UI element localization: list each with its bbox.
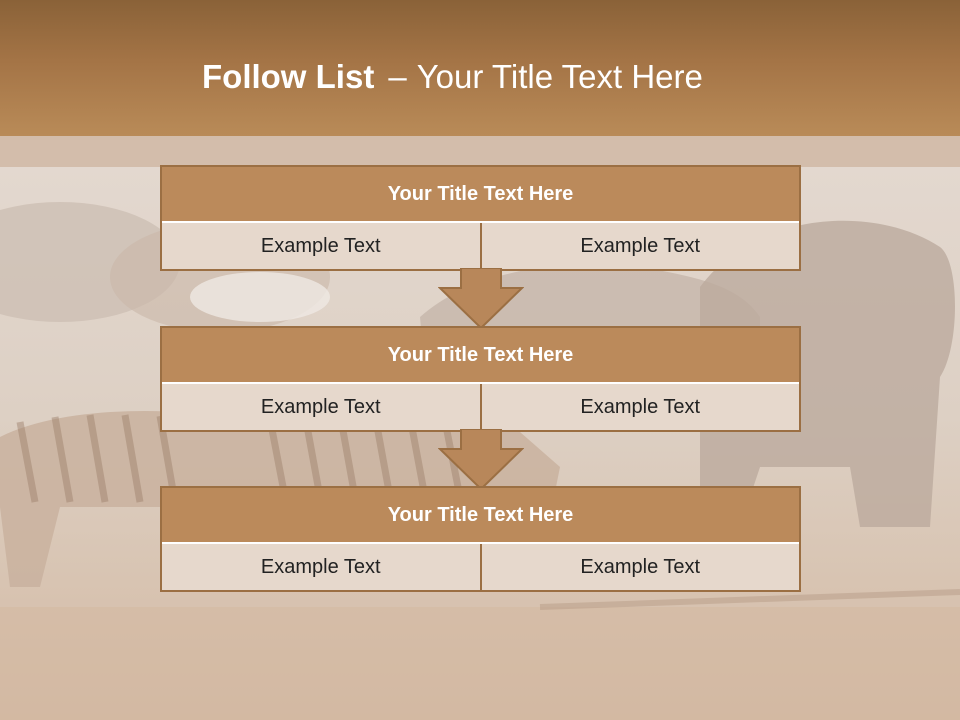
down-arrow-icon: [438, 268, 524, 330]
step-block-1: Your Title Text Here Example Text Exampl…: [160, 165, 801, 271]
step-row: Example Text Example Text: [162, 384, 799, 430]
slide-title-bold: Follow List: [202, 58, 375, 95]
slide-title: Follow List–Your Title Text Here: [202, 54, 703, 100]
step-cell-left: Example Text: [162, 384, 480, 430]
step-cell-right: Example Text: [479, 223, 799, 269]
step-cell-right: Example Text: [479, 384, 799, 430]
step-cell-left: Example Text: [162, 544, 480, 590]
step-row: Example Text Example Text: [162, 223, 799, 269]
step-row: Example Text Example Text: [162, 544, 799, 590]
step-cell-left: Example Text: [162, 223, 480, 269]
step-cell-right: Example Text: [479, 544, 799, 590]
step-title: Your Title Text Here: [162, 167, 799, 223]
slide-title-rest: Your Title Text Here: [416, 58, 703, 95]
down-arrow-icon: [438, 429, 524, 491]
header-band: [0, 136, 960, 167]
slide-title-separator: –: [388, 58, 407, 95]
step-block-2: Your Title Text Here Example Text Exampl…: [160, 326, 801, 432]
step-block-3: Your Title Text Here Example Text Exampl…: [160, 486, 801, 592]
step-title: Your Title Text Here: [162, 328, 799, 384]
step-title: Your Title Text Here: [162, 488, 799, 544]
slide-header: Follow List–Your Title Text Here: [0, 0, 960, 136]
